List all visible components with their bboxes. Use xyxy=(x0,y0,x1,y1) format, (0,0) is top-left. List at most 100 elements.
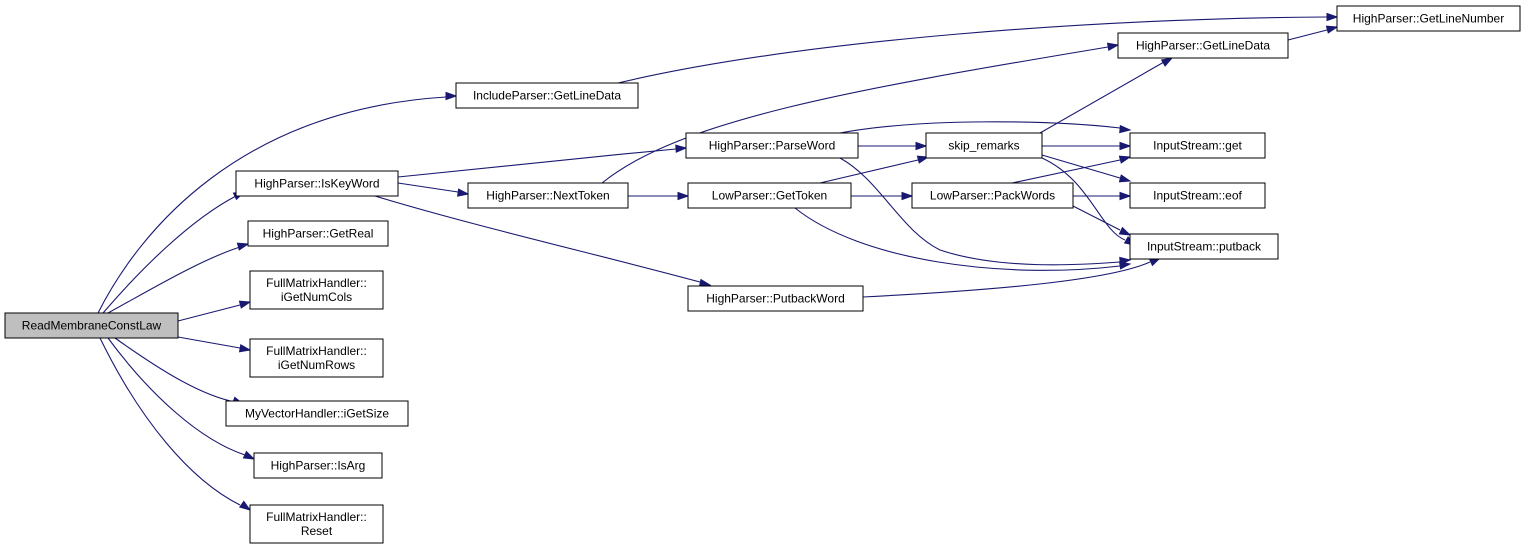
arrowhead xyxy=(1119,141,1132,151)
arrowhead xyxy=(916,155,930,164)
node-isarg[interactable]: HighParser::IsArg xyxy=(253,452,383,479)
call-edge xyxy=(794,207,1121,271)
call-edge xyxy=(1041,154,1121,179)
arrowhead xyxy=(1119,191,1132,201)
node-getreal[interactable]: HighParser::GetReal xyxy=(247,220,389,247)
node-label: skip_remarks xyxy=(948,139,1019,153)
node-label: HighParser::PutbackWord xyxy=(706,292,845,306)
node-getlinenumber[interactable]: HighParser::GetLineNumber xyxy=(1336,5,1521,32)
node-label: iGetNumCols xyxy=(281,290,352,304)
node-label: HighParser::GetReal xyxy=(263,227,374,241)
node-high-getlinedata[interactable]: HighParser::GetLineData xyxy=(1117,32,1289,59)
arrowhead xyxy=(238,344,252,353)
node-box xyxy=(687,285,864,312)
node-gettoken[interactable]: LowParser::GetToken xyxy=(687,182,852,209)
call-edge xyxy=(374,195,701,283)
node-label: InputStream::putback xyxy=(1147,240,1262,254)
node-root[interactable]: ReadMembraneConstLaw xyxy=(4,312,179,339)
node-igetnumcols[interactable]: FullMatrixHandler::iGetNumCols xyxy=(249,270,384,310)
node-box xyxy=(911,182,1074,209)
node-label: HighParser::IsKeyWord xyxy=(254,177,379,191)
node-include-getlinedata[interactable]: IncludeParser::GetLineData xyxy=(455,82,639,109)
node-box xyxy=(687,182,852,209)
node-box xyxy=(225,400,409,427)
node-label: FullMatrixHandler:: xyxy=(266,276,367,290)
call-edge xyxy=(397,148,677,178)
node-label: Reset xyxy=(301,524,333,538)
call-edge xyxy=(107,337,246,456)
call-edge xyxy=(1011,159,1121,184)
call-edge xyxy=(839,157,1121,266)
call-nodes: ReadMembraneConstLaw IncludeParser::GetLi… xyxy=(4,5,1521,544)
arrowhead xyxy=(1106,42,1120,51)
arrowhead xyxy=(457,188,470,197)
node-box xyxy=(249,270,384,310)
node-box xyxy=(249,504,384,544)
call-edges xyxy=(97,12,1339,511)
node-iskeyword[interactable]: HighParser::IsKeyWord xyxy=(235,170,399,197)
node-box xyxy=(467,182,629,209)
node-label: iGetNumRows xyxy=(278,358,355,372)
node-label: ReadMembraneConstLaw xyxy=(22,319,162,333)
call-edge xyxy=(102,195,237,314)
node-label: FullMatrixHandler:: xyxy=(266,510,367,524)
node-box xyxy=(4,312,179,339)
arrowhead xyxy=(236,242,250,251)
call-edge xyxy=(99,337,241,506)
arrowhead xyxy=(1118,226,1132,236)
arrowhead xyxy=(901,191,914,201)
arrowhead xyxy=(1160,57,1174,67)
arrowhead xyxy=(1118,174,1132,183)
arrowhead xyxy=(1119,261,1132,270)
arrowhead xyxy=(242,450,256,460)
node-box xyxy=(247,220,389,247)
arrowhead xyxy=(677,191,690,201)
call-edge xyxy=(1287,29,1328,41)
node-reset[interactable]: FullMatrixHandler::Reset xyxy=(249,504,384,544)
node-is-eof[interactable]: InputStream::eof xyxy=(1129,182,1266,209)
call-edge xyxy=(1039,61,1165,134)
node-igetsize[interactable]: MyVectorHandler::iGetSize xyxy=(225,400,409,427)
node-putbackword[interactable]: HighParser::PutbackWord xyxy=(687,285,864,312)
call-edge xyxy=(114,337,236,403)
node-label: FullMatrixHandler:: xyxy=(266,344,367,358)
node-box xyxy=(925,132,1043,159)
node-label: HighParser::NextToken xyxy=(486,189,609,203)
arrowhead xyxy=(445,91,458,101)
call-edge xyxy=(177,304,241,322)
node-box xyxy=(455,82,639,109)
node-is-putback[interactable]: InputStream::putback xyxy=(1129,233,1279,260)
call-edge xyxy=(1041,157,1126,241)
node-is-get[interactable]: InputStream::get xyxy=(1129,132,1266,159)
node-box xyxy=(1336,5,1521,32)
node-parseword[interactable]: HighParser::ParseWord xyxy=(685,132,859,159)
node-label: InputStream::get xyxy=(1153,139,1242,153)
call-edge xyxy=(107,246,241,314)
arrowhead xyxy=(1119,124,1132,134)
node-label: HighParser::IsArg xyxy=(271,459,366,473)
node-label: MyVectorHandler::iGetSize xyxy=(245,407,389,421)
call-edge xyxy=(601,46,1109,184)
node-box xyxy=(1129,132,1266,159)
node-label: IncludeParser::GetLineData xyxy=(473,89,621,103)
node-label: HighParser::ParseWord xyxy=(709,139,836,153)
node-igetnumrows[interactable]: FullMatrixHandler::iGetNumRows xyxy=(249,338,384,378)
node-label: HighParser::GetLineData xyxy=(1136,39,1270,53)
call-edge xyxy=(397,182,459,193)
call-edge xyxy=(1072,205,1121,231)
node-box xyxy=(685,132,859,159)
node-label: HighParser::GetLineNumber xyxy=(1353,12,1504,26)
node-nexttoken[interactable]: HighParser::NextToken xyxy=(467,182,629,209)
call-edge xyxy=(839,121,1121,134)
arrowhead xyxy=(238,300,252,309)
arrowhead xyxy=(675,144,688,153)
arrowhead xyxy=(1118,155,1132,164)
node-skip-remarks[interactable]: skip_remarks xyxy=(925,132,1043,159)
call-edge xyxy=(97,96,447,314)
node-box xyxy=(249,338,384,378)
arrowhead xyxy=(1325,25,1339,34)
node-packwords[interactable]: LowParser::PackWords xyxy=(911,182,1074,209)
arrowhead xyxy=(915,141,928,151)
node-box xyxy=(253,452,383,479)
